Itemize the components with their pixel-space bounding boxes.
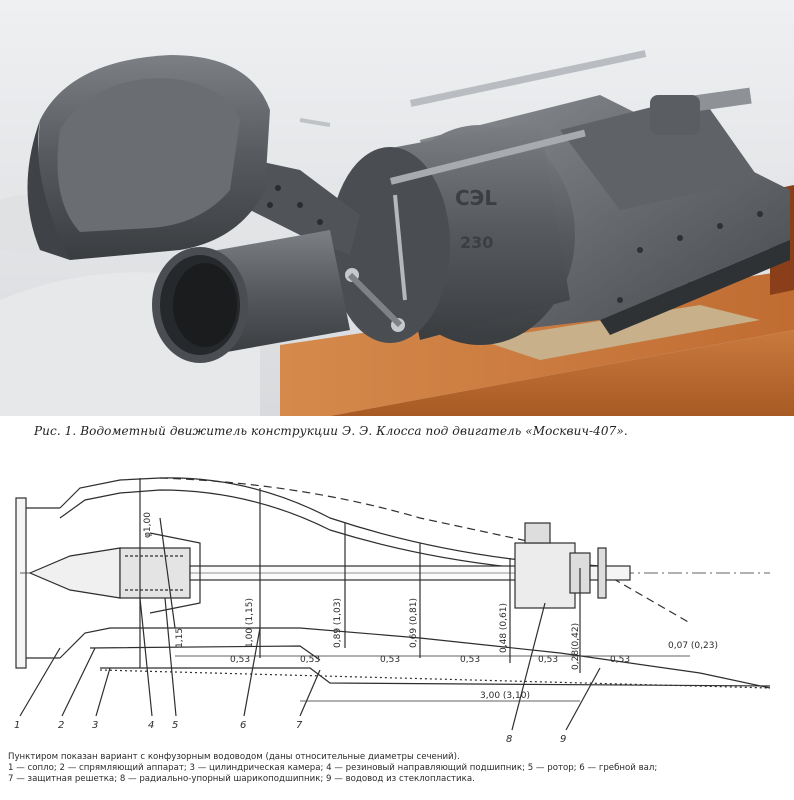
part-number-3: 3 xyxy=(92,720,98,731)
part-number-8: 8 xyxy=(506,734,512,745)
diameter-label-1: φ1,00 xyxy=(143,512,153,538)
segment-label-3: 0,53 xyxy=(380,655,400,665)
diameter-label-7: 0,28(0,42) xyxy=(571,623,581,670)
segment-label-6: 0,53 xyxy=(610,655,630,665)
drawing-canvas: φ1,00 1,00 (1,15) 1,15 0,89 (1,03) 0,69 … xyxy=(14,477,771,745)
part-number-6: 6 xyxy=(240,720,246,731)
legend-line-1: Пунктиром показан вариант с конфузорным … xyxy=(8,752,460,762)
part-number-5: 5 xyxy=(172,720,178,731)
photo-illustration: CЭL 230 xyxy=(0,0,794,416)
figure-caption: Рис. 1. Водометный движитель конструкции… xyxy=(34,424,628,438)
segment-label-5: 0,53 xyxy=(538,655,558,665)
part-number-9: 9 xyxy=(560,734,566,745)
part-number-4: 4 xyxy=(148,720,154,731)
casting-mark-bottom: 230 xyxy=(460,233,493,252)
diameter-label-5: 0,69 (0,81) xyxy=(409,598,419,648)
legend-line-3: 7 — защитная решетка; 8 — радиально-упор… xyxy=(8,774,475,784)
diameter-label-6: 0,48 (0,61) xyxy=(499,603,509,653)
segment-label-2: 0,53 xyxy=(300,655,320,665)
drawing-legend: Пунктиром показан вариант с конфузорным … xyxy=(8,752,790,785)
part-number-1: 1 xyxy=(14,720,20,731)
casting-mark-top: CЭL xyxy=(455,186,497,210)
diameter-label-8: 0,07 (0,23) xyxy=(668,641,718,651)
diameter-label-3: 1,15 xyxy=(175,628,185,648)
technical-drawing: φ1,00 1,00 (1,15) 1,15 0,89 (1,03) 0,69 … xyxy=(0,448,794,748)
part-number-7: 7 xyxy=(296,720,303,731)
overall-length-label: 3,00 (3,10) xyxy=(480,691,530,701)
segment-label-4: 0,53 xyxy=(460,655,480,665)
legend-line-2: 1 — сопло; 2 — спрямляющий аппарат; 3 — … xyxy=(8,763,658,773)
diameter-label-4: 0,89 (1,03) xyxy=(333,598,343,648)
jet-propulsor-photo: CЭL 230 xyxy=(0,0,794,416)
segment-label-1: 0,53 xyxy=(230,655,250,665)
part-number-2: 2 xyxy=(58,720,64,731)
diameter-label-2: 1,00 (1,15) xyxy=(245,598,255,648)
